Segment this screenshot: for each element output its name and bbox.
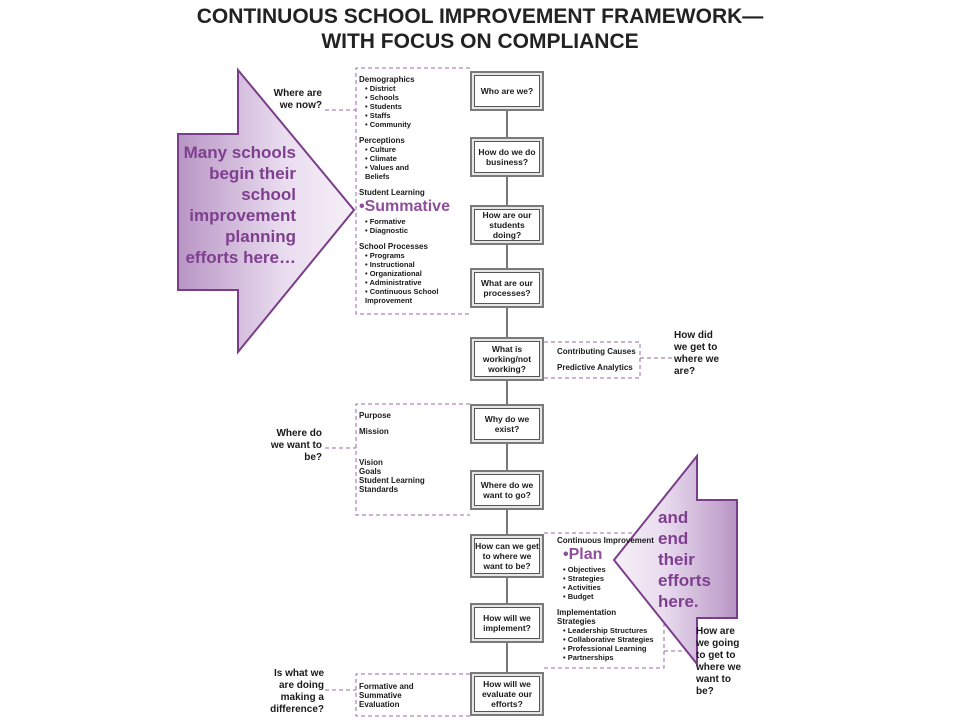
node-what-is-working: What is working/not working?	[470, 337, 544, 381]
node-label: Where do we want to go?	[474, 474, 540, 506]
list-item: Collaborative Strategies	[557, 635, 667, 644]
list-item: Leadership Structures	[557, 626, 667, 635]
node-how-do-we-do-business: How do we do business?	[470, 137, 544, 177]
right-arrow-text: and end their efforts here.	[658, 508, 711, 611]
data-groups: Demographics District Schools Students S…	[359, 75, 467, 305]
evaluation-label: Formative and Summative Evaluation	[359, 682, 414, 709]
question-where-want: Where do we want to be?	[270, 428, 322, 463]
node-how-will-we-implement: How will we implement?	[470, 603, 544, 643]
vision-label: Vision	[359, 458, 383, 467]
question-difference: Is what we are doing making a difference…	[270, 668, 324, 715]
list-item: Formative	[359, 217, 467, 226]
plan-text: Plan	[568, 546, 603, 563]
left-arrow-shape	[177, 67, 356, 355]
list-item: Instructional	[359, 260, 467, 269]
list-item: Values and Beliefs	[359, 163, 425, 181]
implementation-label: Implementation Strategies	[557, 608, 617, 626]
list-item: Community	[359, 120, 467, 129]
goals-label: Goals	[359, 467, 382, 476]
evaluation-group: Formative and Summative Evaluation	[359, 682, 439, 709]
list-item: Administrative	[359, 278, 467, 287]
node-label: How are our students doing?	[474, 209, 540, 241]
node-label: How can we get to where we want to be?	[474, 538, 540, 574]
predictive-analytics: Predictive Analytics	[557, 363, 633, 372]
node-what-are-processes: What are our processes?	[470, 268, 544, 308]
group-student-learning: Student Learning	[359, 188, 425, 197]
causes-bracket	[544, 341, 641, 379]
node-where-want-to-go: Where do we want to go?	[470, 470, 544, 510]
standards-label: Student Learning Standards	[359, 476, 425, 494]
plan-bracket	[544, 532, 665, 669]
list-item: Objectives	[557, 565, 667, 574]
summative-highlight: •Summative	[359, 198, 450, 215]
node-label: How do we do business?	[474, 141, 540, 173]
node-who-are-we: Who are we?	[470, 71, 544, 111]
purpose-label: Purpose	[359, 411, 392, 420]
group-perceptions: Perceptions	[359, 136, 405, 145]
plan-header: Continuous Improvement	[557, 536, 654, 545]
node-how-can-we-get: How can we get to where we want to be?	[470, 534, 544, 578]
list-item: Programs	[359, 251, 467, 260]
list-item: Activities	[557, 583, 667, 592]
node-label: What is working/not working?	[474, 341, 540, 377]
question-how-going-to-get: How are we going to get to where we want…	[696, 626, 742, 697]
group-school-processes: School Processes	[359, 242, 428, 251]
list-item: Schools	[359, 93, 467, 102]
plan-group: Continuous Improvement •Plan Objectives …	[557, 536, 667, 662]
plan-highlight: •Plan	[563, 546, 603, 563]
list-item: Budget	[557, 592, 667, 601]
page-title: CONTINUOUS SCHOOL IMPROVEMENT FRAMEWORK—…	[170, 4, 790, 54]
node-how-will-we-evaluate: How will we evaluate our efforts?	[470, 672, 544, 716]
list-item: Strategies	[557, 574, 667, 583]
summative-text: Summative	[364, 198, 450, 215]
list-item: Staffs	[359, 111, 467, 120]
list-item: Partnerships	[557, 653, 667, 662]
list-item: Continuous School Improvement	[359, 287, 445, 305]
node-label: How will we evaluate our efforts?	[474, 676, 540, 712]
list-item: Climate	[359, 154, 467, 163]
list-item: District	[359, 84, 467, 93]
title-line-1: CONTINUOUS SCHOOL IMPROVEMENT FRAMEWORK—	[196, 5, 764, 28]
node-how-are-students-doing: How are our students doing?	[470, 205, 544, 245]
list-item: Organizational	[359, 269, 467, 278]
right-arrow-shape	[612, 453, 738, 667]
node-label: Who are we?	[474, 75, 540, 107]
left-arrow-text: Many schools begin their school improvem…	[183, 143, 296, 267]
list-item: Diagnostic	[359, 226, 467, 235]
list-item: Students	[359, 102, 467, 111]
evaluation-bracket	[355, 673, 470, 717]
question-how-did-we-get: How did we get to where we are?	[674, 330, 720, 377]
node-label: What are our processes?	[474, 272, 540, 304]
group-demographics: Demographics	[359, 75, 415, 84]
list-item: Professional Learning	[557, 644, 667, 653]
contributing-causes: Contributing Causes	[557, 347, 636, 356]
title-line-2: WITH FOCUS ON COMPLIANCE	[321, 30, 639, 53]
question-where-now: Where are we now?	[273, 88, 322, 111]
node-label: How will we implement?	[474, 607, 540, 639]
data-bracket	[355, 67, 470, 315]
purpose-bracket	[355, 403, 470, 516]
causes-group: Contributing Causes Predictive Analytics	[557, 347, 641, 372]
node-label: Why do we exist?	[474, 408, 540, 440]
purpose-group: Purpose Mission Vision Goals Student Lea…	[359, 411, 459, 494]
mission-label: Mission	[359, 427, 389, 436]
list-item: Culture	[359, 145, 467, 154]
node-why-do-we-exist: Why do we exist?	[470, 404, 544, 444]
